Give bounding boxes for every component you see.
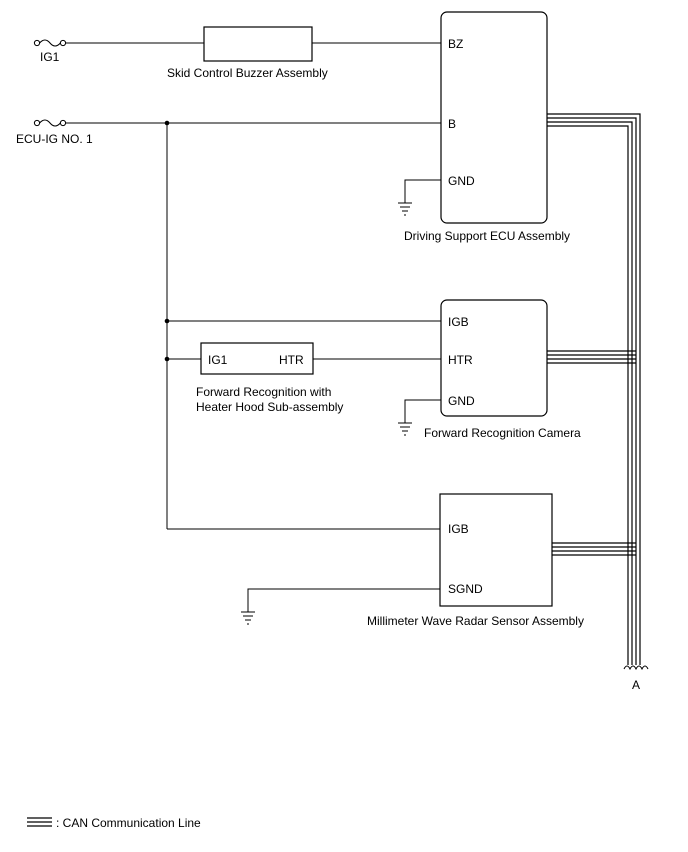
heater-pin-ig1: IG1 (208, 353, 228, 367)
radar-ground-symbol (241, 611, 255, 625)
connector-a-label: A (632, 678, 640, 692)
heater-hood-label-line2: Heater Hood Sub-assembly (196, 400, 343, 414)
ecu-pin-gnd: GND (448, 174, 475, 188)
heater-hood-box (200, 342, 314, 375)
skid-control-buzzer-label: Skid Control Buzzer Assembly (167, 66, 328, 80)
heater-hood-label-line1: Forward Recognition with (196, 385, 331, 399)
millimeter-wave-radar-box (439, 493, 553, 607)
camera-pin-gnd: GND (448, 394, 475, 408)
junction-dot-b (164, 120, 170, 126)
millimeter-wave-radar-label: Millimeter Wave Radar Sensor Assembly (367, 614, 584, 628)
camera-pin-htr: HTR (448, 353, 473, 367)
driving-support-ecu-label: Driving Support ECU Assembly (404, 229, 570, 243)
ecu-ig-fuse-symbol (33, 119, 67, 127)
can-line-ecu (547, 113, 641, 665)
ecu-gnd-wire (404, 179, 441, 203)
radar-pin-sgnd: SGND (448, 582, 483, 596)
can-line-end-cut (623, 665, 649, 671)
camera-ground-symbol (398, 422, 412, 436)
ecu-pin-b: B (448, 117, 456, 131)
can-line-camera (547, 350, 636, 364)
radar-sgnd-wire (247, 588, 440, 612)
skid-control-buzzer-box (203, 26, 313, 62)
forward-recognition-camera-label: Forward Recognition Camera (424, 426, 581, 440)
ecu-ig-source-label: ECU-IG NO. 1 (16, 132, 93, 146)
ig1-source-label: IG1 (40, 50, 60, 64)
camera-pin-igb: IGB (448, 315, 469, 329)
radar-pin-igb: IGB (448, 522, 469, 536)
ecu-pin-bz: BZ (448, 37, 463, 51)
can-line-radar (552, 542, 636, 556)
camera-gnd-wire (404, 399, 441, 423)
can-legend-symbol (27, 817, 52, 827)
heater-pin-htr: HTR (279, 353, 304, 367)
forward-recognition-camera-box (440, 299, 548, 417)
ecu-ground-symbol (398, 202, 412, 216)
can-legend-text: : CAN Communication Line (56, 816, 201, 830)
ig1-fuse-symbol (33, 39, 67, 47)
